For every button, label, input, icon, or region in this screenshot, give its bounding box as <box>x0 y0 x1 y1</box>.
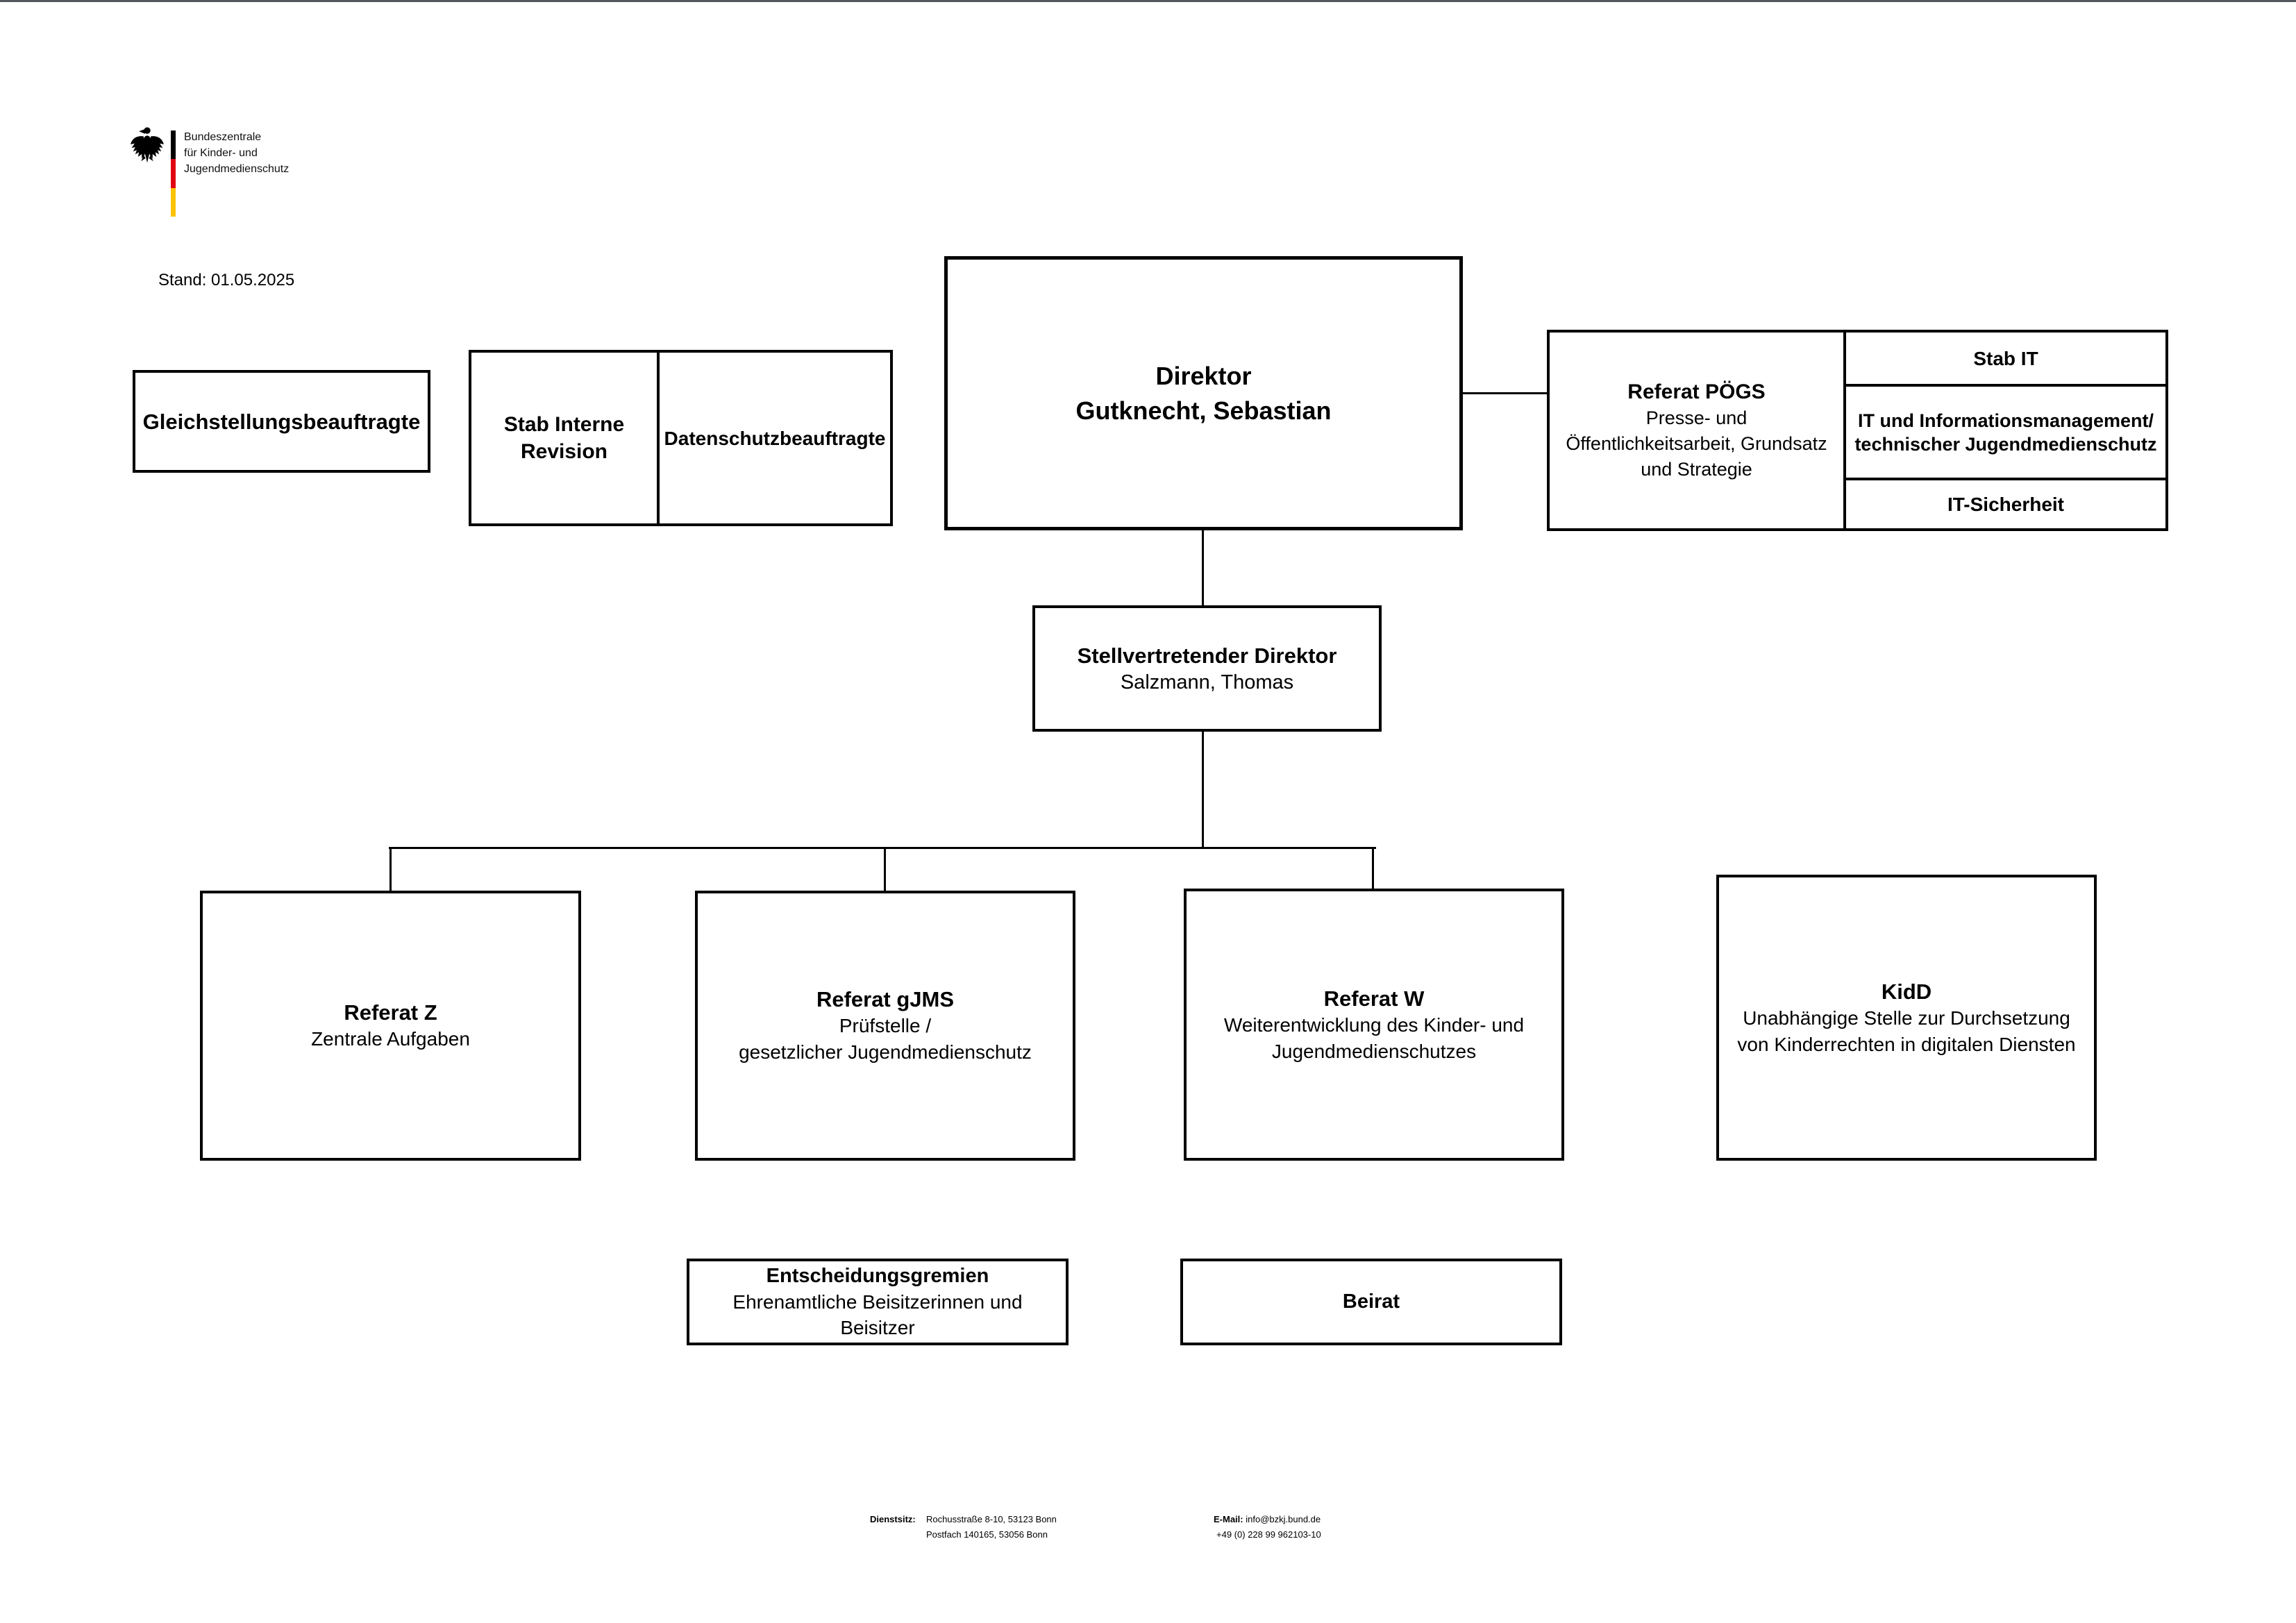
box-referat-gjms: Referat gJMS Prüfstelle / gesetzlicher J… <box>695 891 1075 1161</box>
box-sub-line: Weiterentwicklung des Kinder- und <box>1223 1014 1525 1036</box>
box-title: Stellvertretender Direktor <box>1077 643 1337 668</box>
flag-gold <box>171 187 176 217</box>
box-sub-line: von Kinderrechten in digitalen Diensten <box>1737 1033 2076 1055</box>
federal-eagle-icon <box>131 127 164 163</box>
box-title-line: Revision <box>520 440 608 463</box>
box-stab-it: Stab IT <box>1846 333 2165 384</box>
box-sub-line: Ehrenamtliche Beisitzerinnen und <box>732 1291 1023 1313</box>
box-sub-line: gesetzlicher Jugendmedienschutz <box>739 1041 1032 1063</box>
box-gleichstellungsbeauftragte: Gleichstellungsbeauftragte <box>133 370 430 473</box>
it-column: Stab IT IT und Informationsmanagement/ t… <box>1846 333 2165 528</box>
box-referat-w: Referat W Weiterentwicklung des Kinder- … <box>1184 889 1564 1161</box>
box-referat-z: Referat Z Zentrale Aufgaben <box>200 891 581 1161</box>
box-person-name: Gutknecht, Sebastian <box>1075 396 1332 425</box>
footer-email-value: info@bzkj.bund.de <box>1246 1514 1321 1524</box>
connector-direktor-stellvertreter <box>1202 530 1204 607</box>
box-referat-poegs: Referat PÖGS Presse- und Öffentlichkeits… <box>1550 333 1846 528</box>
box-sub-line: Unabhängige Stelle zur Durchsetzung <box>1743 1007 2070 1029</box>
box-title: Referat gJMS <box>816 987 955 1011</box>
box-sub-line: Jugendmedienschutzes <box>1271 1040 1477 1062</box>
box-datenschutzbeauftragte: Datenschutzbeauftragte <box>660 353 890 523</box>
box-stab-interne-revision: Stab Interne Revision <box>471 353 660 523</box>
box-title: Direktor <box>1155 361 1252 390</box>
box-person-name: Salzmann, Thomas <box>1120 671 1294 693</box>
box-it-informationsmanagement: IT und Informationsmanagement/ technisch… <box>1846 384 2165 478</box>
box-title: Entscheidungsgremien <box>766 1265 989 1287</box>
footer-contact: E-Mail: info@bzkj.bund.de +49 (0) 228 99… <box>1214 1512 1321 1542</box>
box-title: Datenschutzbeauftragte <box>664 427 886 449</box>
org-name-line: Jugendmedienschutz <box>184 163 290 175</box>
box-sub-line: Presse- und <box>1645 407 1748 428</box>
flag-bar <box>171 131 176 217</box>
page-top-edge <box>0 0 2296 2</box>
box-title: Beirat <box>1342 1290 1400 1313</box>
box-title: Referat Z <box>344 1000 437 1025</box>
box-title: Referat PÖGS <box>1627 380 1766 403</box>
box-title-line: technischer Jugendmedienschutz <box>1854 433 2157 455</box>
footer-email-line: E-Mail: info@bzkj.bund.de <box>1214 1512 1321 1527</box>
connector-stellvertreter-down <box>1202 732 1204 848</box>
box-stellvertretender-direktor: Stellvertretender Direktor Salzmann, Tho… <box>1032 605 1382 732</box>
box-stab-datenschutz-group: Stab Interne Revision Datenschutzbeauftr… <box>469 350 893 526</box>
box-title: KidD <box>1881 979 1932 1004</box>
box-title-line: Stab Interne <box>503 413 625 436</box>
box-sub-line: Prüfstelle / <box>839 1015 932 1036</box>
box-title: IT-Sicherheit <box>1947 494 2065 515</box>
footer-email-label: E-Mail: <box>1214 1514 1243 1524</box>
box-entscheidungsgremien: Entscheidungsgremien Ehrenamtliche Beisi… <box>687 1259 1069 1345</box>
footer-phone: +49 (0) 228 99 962103-10 <box>1216 1529 1321 1540</box>
box-beirat: Beirat <box>1180 1259 1562 1345</box>
box-sub-line: Beisitzer <box>840 1317 915 1338</box>
box-kidd: KidD Unabhängige Stelle zur Durchsetzung… <box>1716 875 2097 1161</box>
connector-drop-referat-w <box>1372 847 1374 890</box>
box-sub-line: Zentrale Aufgaben <box>311 1028 470 1050</box>
box-title: Referat W <box>1323 986 1425 1011</box>
connector-horizontal-bus <box>389 847 1376 849</box>
box-sub-line: und Strategie <box>1641 458 1752 480</box>
footer-address-line: Postfach 140165, 53056 Bonn <box>926 1529 1048 1540</box>
connector-drop-referat-z <box>389 847 392 892</box>
org-name-line: für Kinder- und <box>184 147 258 159</box>
box-title: Gleichstellungsbeauftragte <box>142 409 421 434</box>
flag-red <box>171 159 176 188</box>
org-name: Bundeszentrale für Kinder- und Jugendmed… <box>184 129 289 177</box>
box-title: Stab IT <box>1973 347 2038 369</box>
box-title-line: IT und Informationsmanagement/ <box>1857 410 2154 431</box>
footer-address-line: Rochusstraße 8-10, 53123 Bonn <box>926 1514 1057 1524</box>
box-sub-line: Öffentlichkeitsarbeit, Grundsatz <box>1566 432 1827 454</box>
connector-drop-referat-gjms <box>884 847 886 892</box>
status-date: Stand: 01.05.2025 <box>158 271 295 289</box>
footer-dienstsitz-label: Dienstsitz: <box>870 1514 916 1524</box>
flag-black <box>171 131 176 160</box>
connector-direktor-poegs <box>1463 392 1547 394</box>
box-direktor: Direktor Gutknecht, Sebastian <box>944 256 1463 530</box>
org-name-line: Bundeszentrale <box>184 131 262 143</box>
footer-address: Rochusstraße 8-10, 53123 Bonn Postfach 1… <box>926 1512 1057 1542</box>
box-it-sicherheit: IT-Sicherheit <box>1846 478 2165 528</box>
box-poegs-it-group: Referat PÖGS Presse- und Öffentlichkeits… <box>1547 330 2168 531</box>
